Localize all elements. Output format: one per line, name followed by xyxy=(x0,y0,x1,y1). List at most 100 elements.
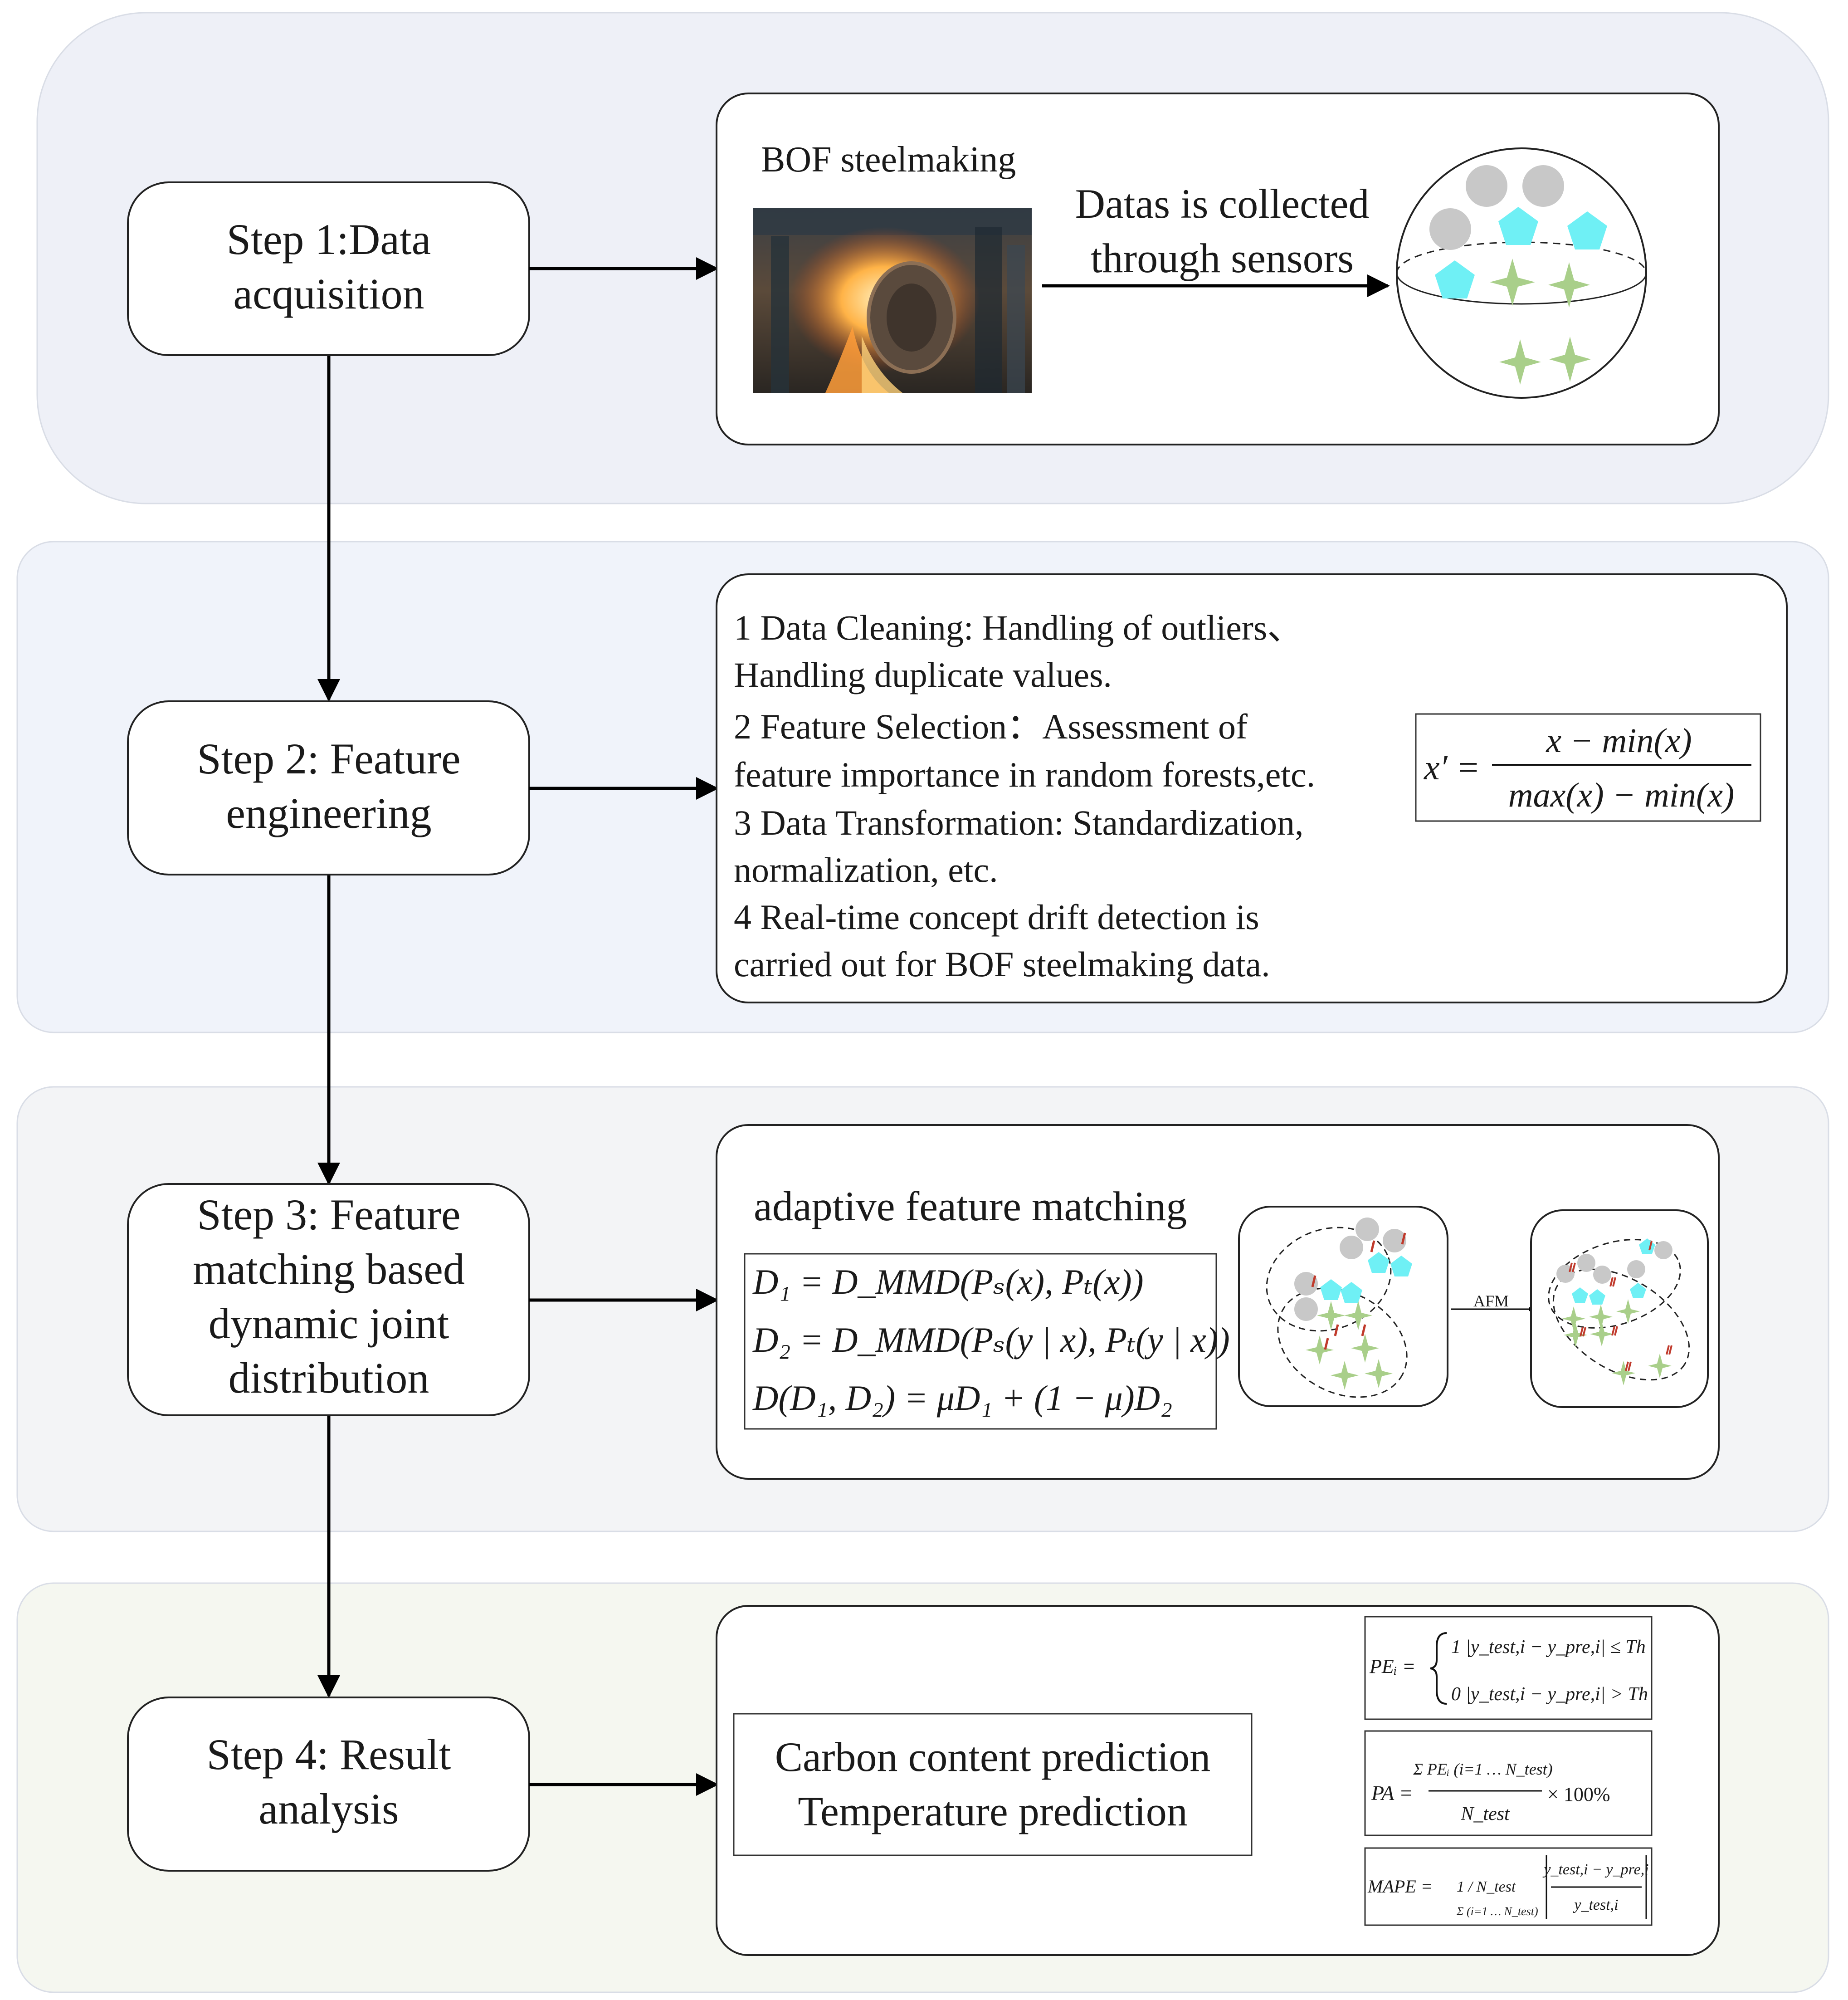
green-star-icon xyxy=(1549,337,1591,382)
gray-circle-icon xyxy=(1383,1229,1406,1252)
formula-mape: MAPE = 1 / N_test Σ (i=1 … N_test) y_tes… xyxy=(1364,1847,1653,1926)
cyan-pentagon-icon xyxy=(1341,1282,1362,1303)
minmax-formula: x′ = x − min(x) max(x) − min(x) xyxy=(1415,713,1761,822)
data-sphere xyxy=(1396,147,1647,399)
pe-case1: 1 |y_test,i − y_pre,i| ≤ Th xyxy=(1451,1637,1646,1658)
arrow-label-line1: Datas is collected xyxy=(1075,181,1370,227)
cyan-pentagon-icon xyxy=(1320,1279,1342,1300)
gray-circle-icon xyxy=(1522,165,1564,207)
cyan-pentagon-icon xyxy=(1498,207,1538,245)
cyan-pentagon-icon xyxy=(1630,1283,1646,1298)
fe-line-3: 2 Feature Selection：Assessment of xyxy=(734,707,1248,746)
fe-line-4: feature importance in random forests,etc… xyxy=(734,755,1315,794)
minmax-lhs: x′ = xyxy=(1424,748,1480,787)
green-star-icon xyxy=(1365,1359,1393,1388)
green-star-icon xyxy=(1306,1335,1334,1364)
green-star-icon xyxy=(1589,1305,1613,1329)
step-box-3: Step 3: Feature matching based dynamic j… xyxy=(127,1183,530,1416)
cyan-pentagon-icon xyxy=(1368,1252,1390,1273)
green-star-icon xyxy=(1331,1361,1359,1390)
step-box-2: Step 2: Feature engineering xyxy=(127,700,530,875)
fe-line-1: 1 Data Cleaning: Handling of outliers、 xyxy=(734,608,1302,647)
fe-line-2: Handling duplicate values. xyxy=(734,655,1112,694)
pa-numerator: Σ PEᵢ (i=1 … N_test) xyxy=(1413,1760,1552,1778)
cyan-pentagon-icon xyxy=(1567,211,1607,249)
green-star-icon xyxy=(1344,1301,1372,1330)
pe-case2: 0 |y_test,i − y_pre,i| > Th xyxy=(1451,1684,1648,1705)
step2-line1: Step 2: Feature xyxy=(197,734,460,783)
green-star-icon xyxy=(1564,1323,1587,1347)
gray-circle-icon xyxy=(1466,165,1507,207)
gray-circle-icon xyxy=(1556,1265,1575,1283)
mape-lhs: MAPE = xyxy=(1367,1876,1433,1897)
pa-lhs: PA = xyxy=(1371,1781,1413,1804)
gray-circle-icon xyxy=(1429,208,1471,250)
panel-result-analysis: Carbon content prediction Temperature pr… xyxy=(716,1605,1720,1956)
gray-circle-icon xyxy=(1294,1297,1318,1321)
green-star-icon xyxy=(1351,1334,1379,1363)
formula-pa: PA = Σ PEᵢ (i=1 … N_test) N_test × 100% xyxy=(1364,1730,1653,1836)
green-star-icon xyxy=(1590,1322,1614,1346)
step3-line4: distribution xyxy=(229,1354,429,1402)
fe-line-7: 4 Real-time concept drift detection is xyxy=(734,897,1259,937)
mape-denominator: y_test,i xyxy=(1573,1897,1618,1913)
fe-line-8: carried out for BOF steelmaking data. xyxy=(734,944,1270,984)
green-star-icon xyxy=(1562,1306,1585,1331)
afm-label: AFM xyxy=(1473,1292,1509,1310)
pa-tail: × 100% xyxy=(1547,1783,1610,1805)
gray-circle-icon xyxy=(1356,1218,1379,1241)
mape-sum: Σ (i=1 … N_test) xyxy=(1456,1905,1538,1918)
panel-data-acquisition: BOF steelmaking Datas is collected throu… xyxy=(716,93,1720,445)
mmd-formula-box xyxy=(744,1253,1217,1430)
eq-joint: D(D₁, D₂) = μD₁ + (1 − μ)D₂ xyxy=(752,1378,1172,1418)
mape-numerator: y_test,i − y_pre,i xyxy=(1542,1861,1648,1878)
formula-pe: PEᵢ = 1 |y_test,i − y_pre,i| ≤ Th 0 |y_t… xyxy=(1364,1616,1653,1720)
prediction-box xyxy=(733,1713,1253,1856)
eq-d1: D₁ = D_MMD(Pₛ(x), Pₜ(x)) xyxy=(752,1262,1144,1301)
cyan-pentagon-icon xyxy=(1390,1256,1412,1276)
gray-circle-icon xyxy=(1627,1260,1645,1278)
step-box-1: Step 1:Data acquisition xyxy=(127,181,530,356)
pa-denominator: N_test xyxy=(1460,1804,1510,1824)
step4-line2: analysis xyxy=(258,1785,399,1833)
arrow-label-line2: through sensors xyxy=(1091,235,1354,281)
step3-line2: matching based xyxy=(193,1245,465,1293)
distribution-after-afm xyxy=(1530,1209,1709,1408)
gray-circle-icon xyxy=(1294,1272,1318,1296)
cyan-pentagon-icon xyxy=(1572,1287,1588,1303)
step1-line2: acquisition xyxy=(233,269,424,318)
cyan-pentagon-icon xyxy=(1435,260,1475,298)
panel-feature-engineering: 1 Data Cleaning: Handling of outliers、 H… xyxy=(716,573,1788,1003)
fe-line-5: 3 Data Transformation: Standardization, xyxy=(734,803,1303,842)
eq-d2: D₂ = D_MMD(Pₛ(y | x), Pₜ(y | x)) xyxy=(752,1320,1230,1359)
step-box-4: Step 4: Result analysis xyxy=(127,1697,530,1872)
gray-circle-icon xyxy=(1654,1241,1672,1259)
pe-lhs: PEᵢ = xyxy=(1369,1655,1415,1677)
step1-line1: Step 1:Data xyxy=(227,215,431,264)
step3-line1: Step 3: Feature xyxy=(197,1190,460,1239)
step3-line3: dynamic joint xyxy=(209,1299,449,1348)
green-star-icon xyxy=(1616,1299,1640,1324)
gray-circle-icon xyxy=(1593,1266,1611,1284)
steel-furnace-photo xyxy=(753,208,1032,393)
photo-caption: BOF steelmaking xyxy=(761,140,1016,180)
green-star-icon xyxy=(1499,339,1541,385)
green-star-icon xyxy=(1648,1354,1672,1378)
distribution-before-afm xyxy=(1238,1206,1448,1407)
green-star-icon xyxy=(1548,262,1590,308)
minmax-denominator: max(x) − min(x) xyxy=(1508,776,1735,814)
prediction-carbon: Carbon content prediction xyxy=(775,1734,1211,1780)
step2-line2: engineering xyxy=(226,789,431,837)
cyan-pentagon-icon xyxy=(1589,1289,1605,1305)
green-star-icon xyxy=(1612,1361,1635,1385)
gray-circle-icon xyxy=(1340,1236,1363,1259)
gray-circle-icon xyxy=(1577,1254,1595,1272)
green-star-icon xyxy=(1490,259,1535,306)
green-star-icon xyxy=(1317,1301,1345,1330)
minmax-numerator: x − min(x) xyxy=(1546,722,1692,760)
fe-line-6: normalization, etc. xyxy=(734,850,998,890)
mape-frac: 1 / N_test xyxy=(1457,1878,1516,1895)
prediction-temperature: Temperature prediction xyxy=(798,1788,1188,1834)
step4-line1: Step 4: Result xyxy=(207,1730,451,1779)
